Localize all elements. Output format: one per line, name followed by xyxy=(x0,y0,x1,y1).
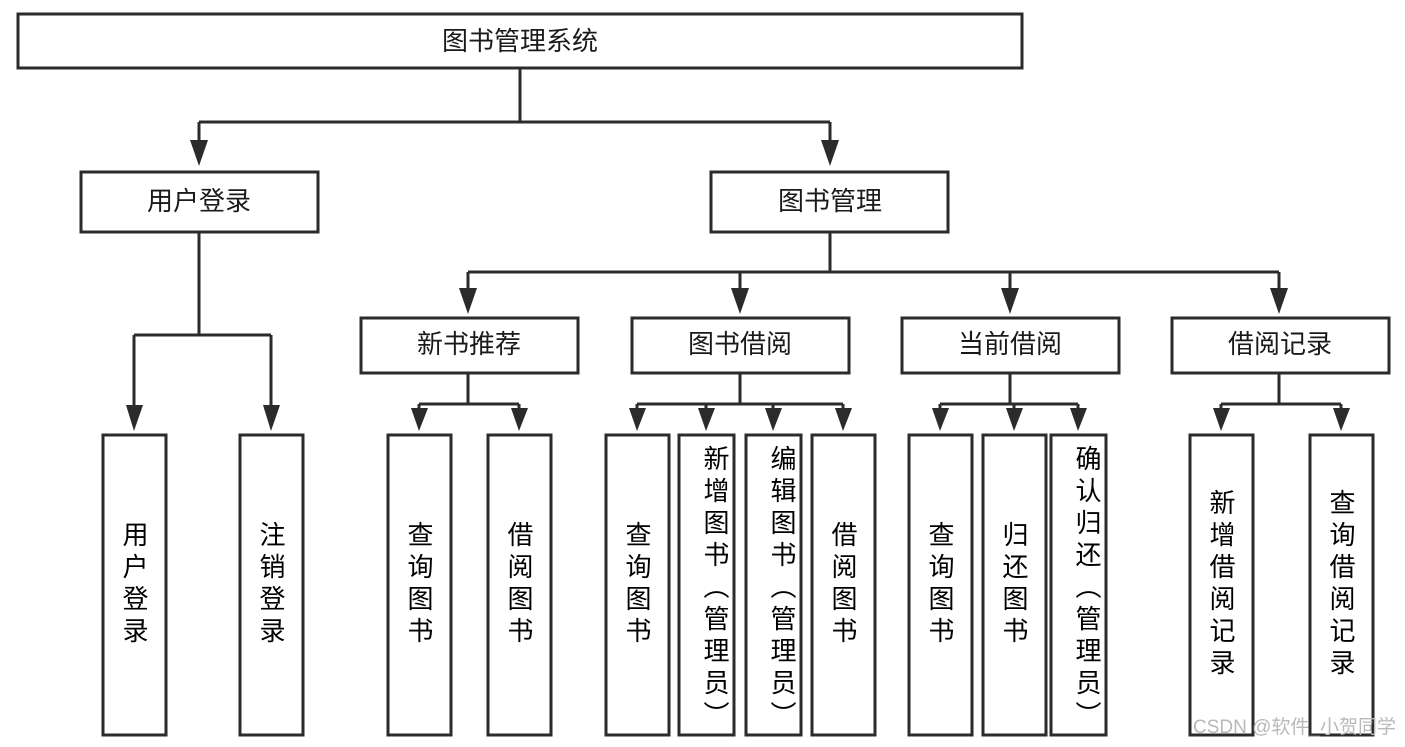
node-leaf-add-record-box[interactable] xyxy=(1188,433,1255,737)
node-borrow-record-label: 借阅记录 xyxy=(1228,329,1332,359)
node-leaf-query-record-box[interactable] xyxy=(1308,433,1375,737)
arrow-head-user-login xyxy=(190,140,208,166)
arrow-head-book-manage xyxy=(821,140,839,166)
leaf-layer xyxy=(101,433,1375,737)
node-book-borrow-box[interactable] xyxy=(630,316,851,375)
node-current-borrow[interactable]: 当前借阅 xyxy=(900,316,1121,375)
arrow-head-new-book-rec xyxy=(459,288,477,314)
node-book-manage[interactable]: 图书管理 xyxy=(709,170,950,234)
node-book-borrow[interactable]: 图书借阅 xyxy=(630,316,851,375)
node-book-manage-label: 图书管理 xyxy=(778,186,882,216)
node-leaf-add-book-box[interactable] xyxy=(677,433,736,737)
arrow-head-leaf-edit-book xyxy=(765,408,782,431)
node-new-book-rec-label: 新书推荐 xyxy=(417,329,521,359)
arrow-head-leaf-return-book xyxy=(1006,408,1023,431)
node-new-book-rec[interactable]: 新书推荐 xyxy=(359,316,580,375)
node-current-borrow-box[interactable] xyxy=(900,316,1121,375)
node-user-login-label: 用户登录 xyxy=(147,186,251,216)
arrow-head-leaf-add-record xyxy=(1213,408,1230,431)
node-root[interactable]: 图书管理系统 xyxy=(16,12,1024,70)
arrow-head-leaf-user-logout xyxy=(263,405,280,431)
arrow-head-leaf-confirm-return xyxy=(1070,408,1087,431)
arrow-head-leaf-add-book xyxy=(698,408,715,431)
node-leaf-edit-book-box[interactable] xyxy=(744,433,803,737)
node-borrow-record-box[interactable] xyxy=(1170,316,1391,375)
node-user-login-box[interactable] xyxy=(79,170,320,234)
node-book-borrow-label: 图书借阅 xyxy=(688,329,792,359)
node-leaf-return-book-box[interactable] xyxy=(981,433,1048,737)
arrow-head-leaf-borrow-book-2 xyxy=(835,408,852,431)
node-leaf-query-book-2-box[interactable] xyxy=(604,433,671,737)
node-leaf-borrow-book-1-box[interactable] xyxy=(486,433,553,737)
node-borrow-record[interactable]: 借阅记录 xyxy=(1170,316,1391,375)
arrow-head-borrow-record xyxy=(1270,288,1288,314)
node-leaf-user-logout-box[interactable] xyxy=(238,433,305,737)
node-leaf-query-book-3-box[interactable] xyxy=(907,433,974,737)
arrow-head-leaf-query-book-1 xyxy=(411,408,428,431)
connector-layer xyxy=(126,68,1350,431)
node-book-manage-box[interactable] xyxy=(709,170,950,234)
watermark-label: CSDN @软件_小贺同学 xyxy=(1193,716,1396,738)
node-leaf-user-login-box[interactable] xyxy=(101,433,168,737)
node-leaf-borrow-book-2-box[interactable] xyxy=(810,433,877,737)
arrow-head-leaf-borrow-book-1 xyxy=(511,408,528,431)
node-root-box[interactable] xyxy=(16,12,1024,70)
node-root-label: 图书管理系统 xyxy=(442,26,598,56)
arrow-head-leaf-user-login xyxy=(126,405,143,431)
arrow-head-leaf-query-book-2 xyxy=(629,408,646,431)
node-user-login[interactable]: 用户登录 xyxy=(79,170,320,234)
node-current-borrow-label: 当前借阅 xyxy=(958,329,1062,359)
node-new-book-rec-box[interactable] xyxy=(359,316,580,375)
arrow-head-leaf-query-book-3 xyxy=(932,408,949,431)
arrow-head-current-borrow xyxy=(1001,288,1019,314)
arrow-head-book-borrow xyxy=(731,288,749,314)
arrow-head-leaf-query-record xyxy=(1333,408,1350,431)
node-leaf-confirm-return-box[interactable] xyxy=(1049,433,1108,737)
node-leaf-query-book-1-box[interactable] xyxy=(386,433,453,737)
